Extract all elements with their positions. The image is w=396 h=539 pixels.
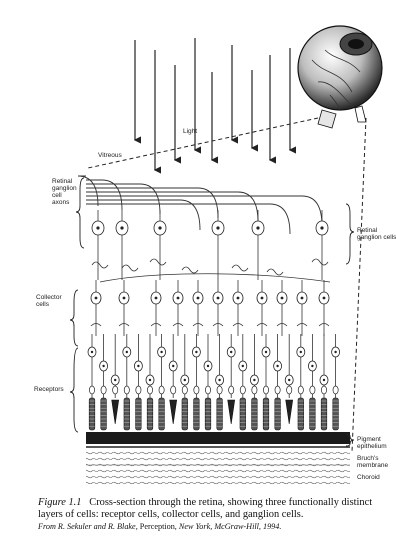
rod-outer-segment bbox=[263, 398, 269, 430]
figure-label: Figure 1.1 bbox=[38, 497, 81, 508]
rod-outer-segment bbox=[310, 398, 316, 430]
label-vitreous: Vitreous bbox=[98, 152, 122, 159]
rod-outer-segment bbox=[252, 398, 258, 430]
label-receptors: Receptors bbox=[34, 386, 64, 393]
rod-outer-segment bbox=[275, 398, 281, 430]
credit-rest: New York, McGraw-Hill, 1994. bbox=[179, 522, 282, 531]
label-pigment-epithelium: Pigment epithelium bbox=[357, 436, 387, 450]
label-bruchs-membrane: Bruch's membrane bbox=[357, 455, 388, 469]
caption-line-1: Figure 1.1 Cross-section through the ret… bbox=[38, 497, 396, 509]
rod-outer-segment bbox=[321, 398, 327, 430]
retinal-cells bbox=[88, 210, 340, 430]
rod-outer-segment bbox=[217, 398, 223, 430]
rod-outer-segment bbox=[89, 398, 95, 430]
credit-from: From R. Sekuler and R. Blake, bbox=[38, 522, 138, 531]
rod-outer-segment bbox=[298, 398, 304, 430]
rod-outer-segment bbox=[101, 398, 107, 430]
label-collector-cells: Collector cells bbox=[36, 294, 62, 308]
rod-outer-segment bbox=[159, 398, 165, 430]
cone-outer-segment bbox=[170, 400, 177, 424]
cone-outer-segment bbox=[112, 400, 119, 424]
label-retinal-ganglion-cell-axons: Retinal ganglion cell axons bbox=[52, 178, 77, 206]
ganglion-axon bbox=[86, 180, 122, 210]
rod-outer-segment bbox=[205, 398, 211, 430]
caption-text-1: Cross-section through the retina, showin… bbox=[89, 497, 372, 508]
label-light: Light bbox=[183, 128, 197, 135]
rod-outer-segment bbox=[136, 398, 142, 430]
rod-outer-segment bbox=[240, 398, 246, 430]
caption-credit: From R. Sekuler and R. Blake, Perception… bbox=[38, 521, 396, 532]
choroid-band bbox=[86, 450, 350, 484]
cone-outer-segment bbox=[286, 400, 293, 424]
credit-book: Perception, bbox=[140, 522, 177, 531]
pigment-epithelium-band bbox=[86, 432, 350, 444]
figure-caption: Figure 1.1 Cross-section through the ret… bbox=[38, 497, 396, 532]
ganglion-axon bbox=[86, 184, 160, 214]
cone-outer-segment bbox=[228, 400, 235, 424]
rod-outer-segment bbox=[194, 398, 200, 430]
rod-outer-segment bbox=[333, 398, 339, 430]
eyeball-illustration bbox=[298, 26, 382, 128]
label-retinal-ganglion-cells: Retinal ganglion cells bbox=[357, 227, 396, 241]
light-arrows bbox=[135, 38, 290, 170]
retina-cross-section-diagram bbox=[0, 0, 396, 495]
rod-outer-segment bbox=[182, 398, 188, 430]
nerve-fiber-layer bbox=[78, 176, 322, 234]
rod-outer-segment bbox=[124, 398, 130, 430]
label-choroid: Choroid bbox=[357, 474, 380, 481]
caption-line-2: layers of cells: receptor cells, collect… bbox=[38, 509, 396, 521]
ganglion-axon bbox=[86, 192, 258, 222]
rod-outer-segment bbox=[147, 398, 153, 430]
